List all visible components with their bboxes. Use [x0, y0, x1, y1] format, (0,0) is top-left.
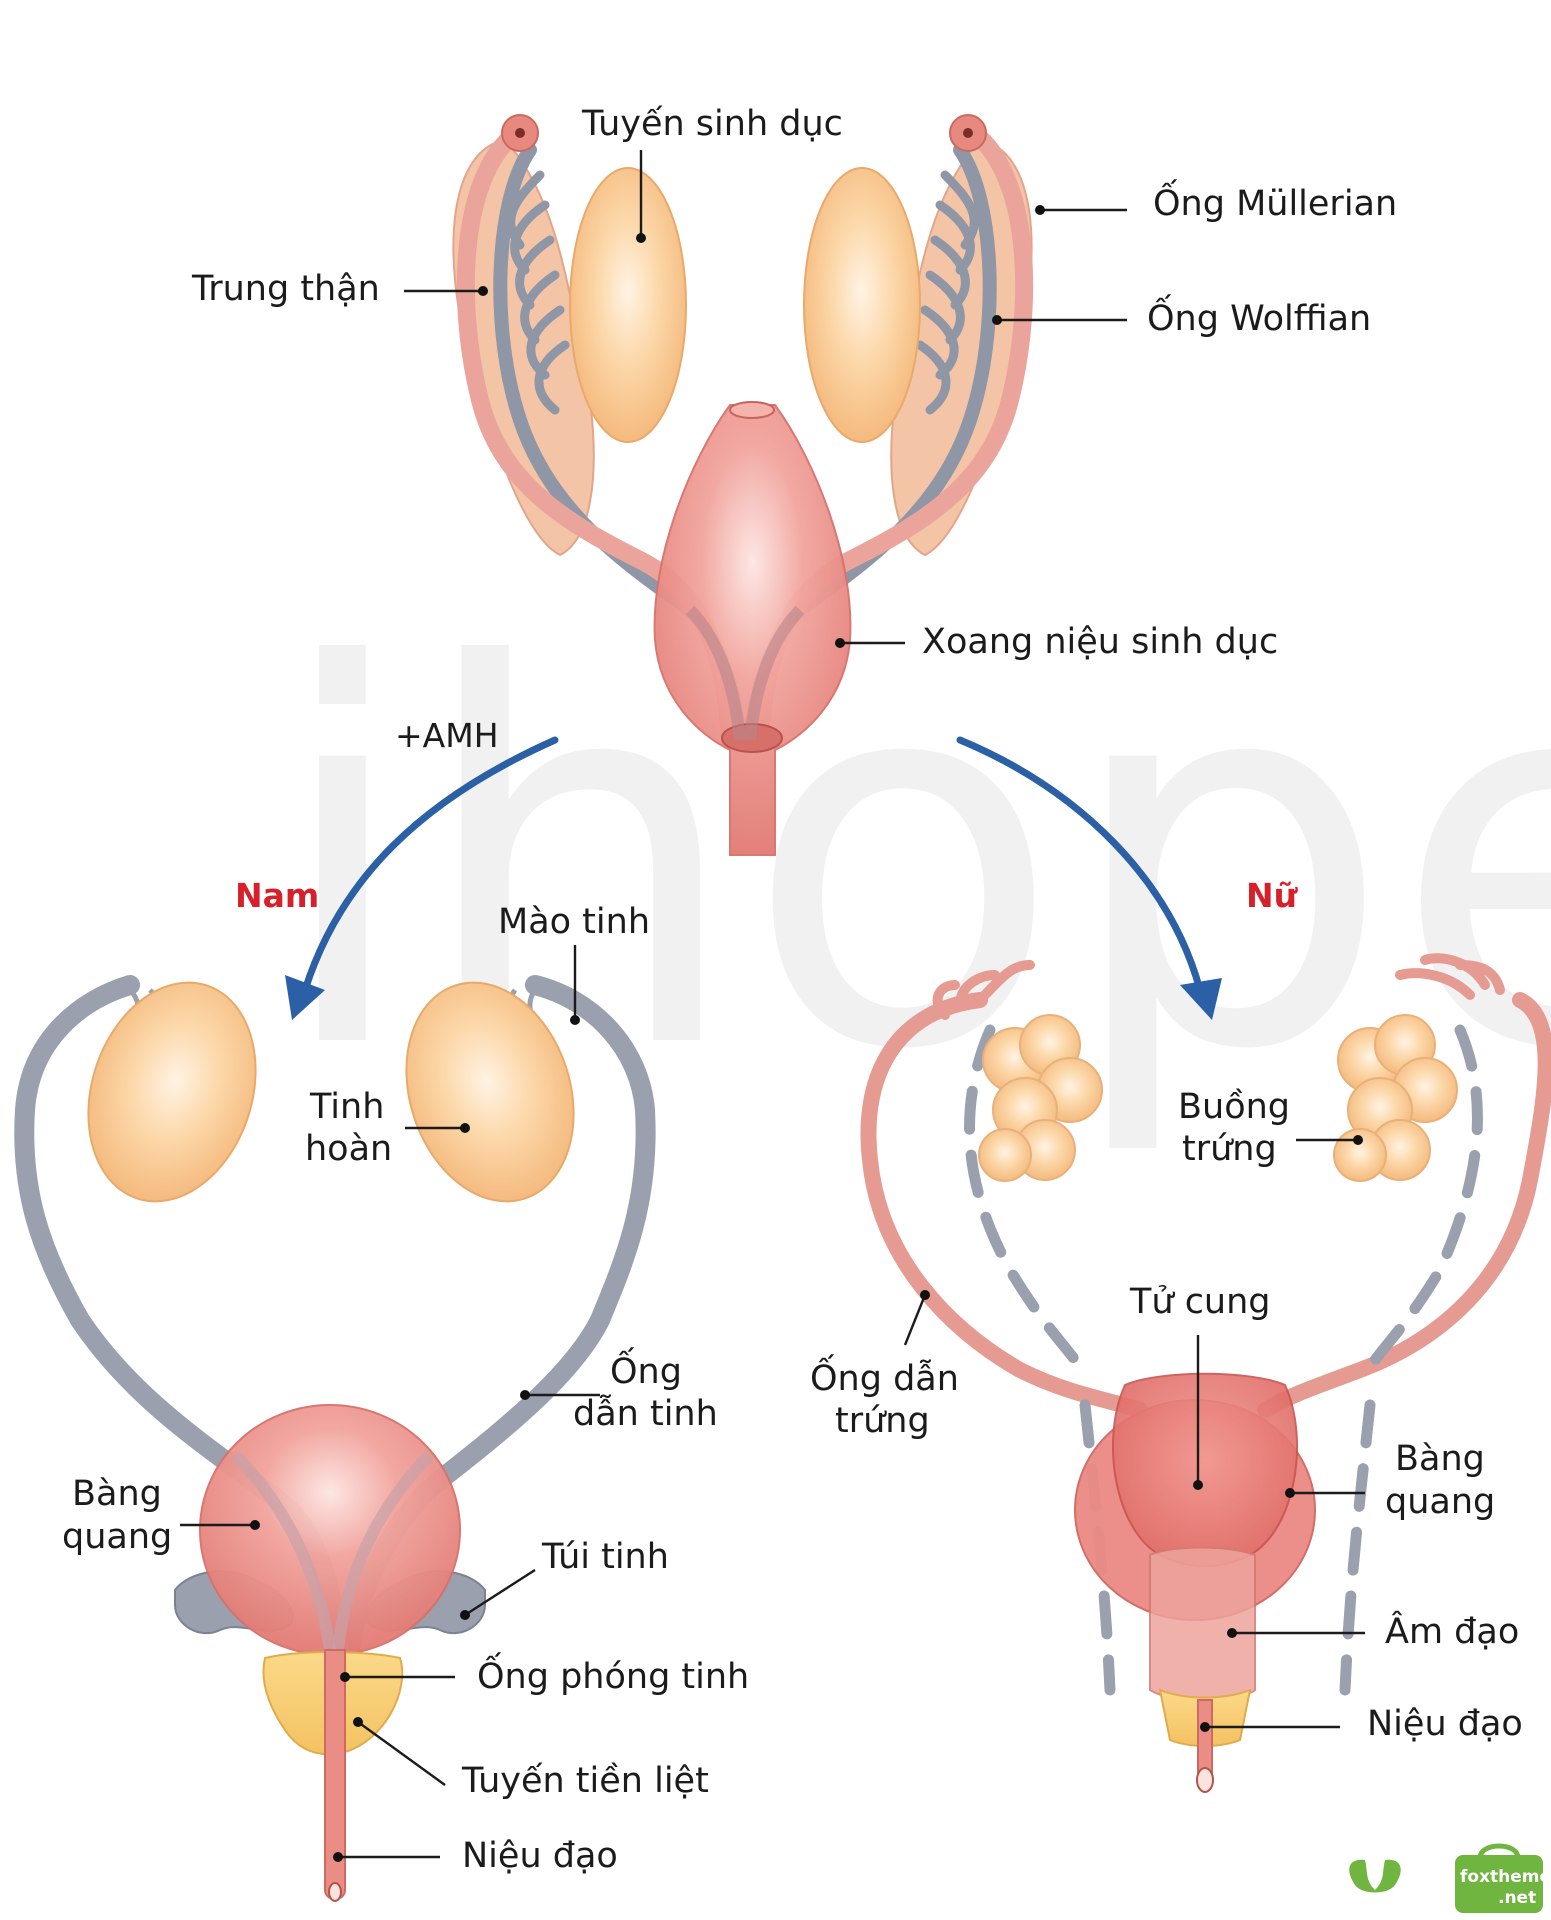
- label-female: Nữ: [1246, 876, 1299, 915]
- label-urogenital-sinus: Xoang niệu sinh dục: [922, 622, 1278, 662]
- urogenital-sinus: [653, 404, 852, 856]
- uterus: [1111, 1372, 1299, 1568]
- label-testis-1: Tinh: [309, 1087, 384, 1127]
- label-mullerian: Ống Müllerian: [1153, 178, 1397, 224]
- label-seminal-vesicle: Túi tinh: [541, 1537, 669, 1577]
- brand-line2: .net: [1498, 1888, 1536, 1908]
- label-ejaculatory-duct: Ống phóng tinh: [477, 1651, 749, 1697]
- label-male: Nam: [235, 876, 319, 915]
- brand-badge: [1455, 1855, 1543, 1913]
- tubules-left: [506, 170, 570, 415]
- label-bladder-male-1: Bàng: [72, 1474, 162, 1514]
- tubules-right: [915, 170, 979, 415]
- label-testis-2: hoàn: [305, 1129, 392, 1169]
- fimbriae-left: [932, 960, 1035, 1020]
- label-urethra-male: Niệu đạo: [462, 1836, 618, 1876]
- label-vagina: Âm đạo: [1385, 1610, 1519, 1652]
- leaf-icon: [1349, 1859, 1401, 1893]
- indifferent-stage: [452, 114, 1034, 856]
- male-system: [14, 975, 656, 1902]
- label-bladder-female-2: quang: [1385, 1482, 1495, 1522]
- label-urethra-female: Niệu đạo: [1367, 1704, 1523, 1744]
- label-ovary-2: trứng: [1182, 1129, 1277, 1169]
- arrowhead-female: [1180, 978, 1222, 1020]
- female-system: [860, 953, 1551, 1793]
- gonad-right: [803, 167, 921, 443]
- label-bladder-male-2: quang: [62, 1517, 172, 1557]
- testis-left: [87, 981, 257, 1203]
- fimbriae-right: [1395, 953, 1505, 1000]
- arrow-to-male: [301, 736, 559, 994]
- fallopian-tube-left: [860, 992, 1148, 1418]
- vagina: [1149, 1546, 1256, 1703]
- label-gonad: Tuyến sinh dục: [581, 104, 843, 144]
- brand-logo: foxtheme .net: [1349, 1843, 1551, 1913]
- label-uterus: Tử cung: [1129, 1282, 1271, 1322]
- label-prostate: Tuyến tiền liệt: [461, 1761, 709, 1801]
- urethra-male: [324, 1649, 346, 1900]
- label-vas-2: dẫn tinh: [573, 1393, 718, 1434]
- label-ovary-1: Buồng: [1178, 1087, 1290, 1127]
- ovary-right: [1333, 1014, 1458, 1182]
- label-tube-2: trứng: [835, 1401, 930, 1441]
- gonad-left: [569, 167, 687, 443]
- label-tube-1: Ống dẫn: [810, 1353, 959, 1399]
- ovary-left: [978, 1014, 1103, 1182]
- label-mesonephros: Trung thận: [191, 269, 380, 309]
- label-bladder-female-1: Bàng: [1395, 1439, 1485, 1479]
- arrowhead-male: [285, 975, 325, 1020]
- label-vas-1: Ống: [610, 1346, 682, 1392]
- testis-right: [405, 981, 575, 1203]
- label-wolffian: Ống Wolffian: [1147, 293, 1371, 339]
- arrow-to-female: [956, 736, 1204, 994]
- label-epididymis: Mào tinh: [498, 902, 650, 942]
- label-amh: +AMH: [395, 716, 499, 755]
- fallopian-tube-right: [1257, 992, 1551, 1418]
- brand-line1: foxtheme: [1460, 1867, 1551, 1887]
